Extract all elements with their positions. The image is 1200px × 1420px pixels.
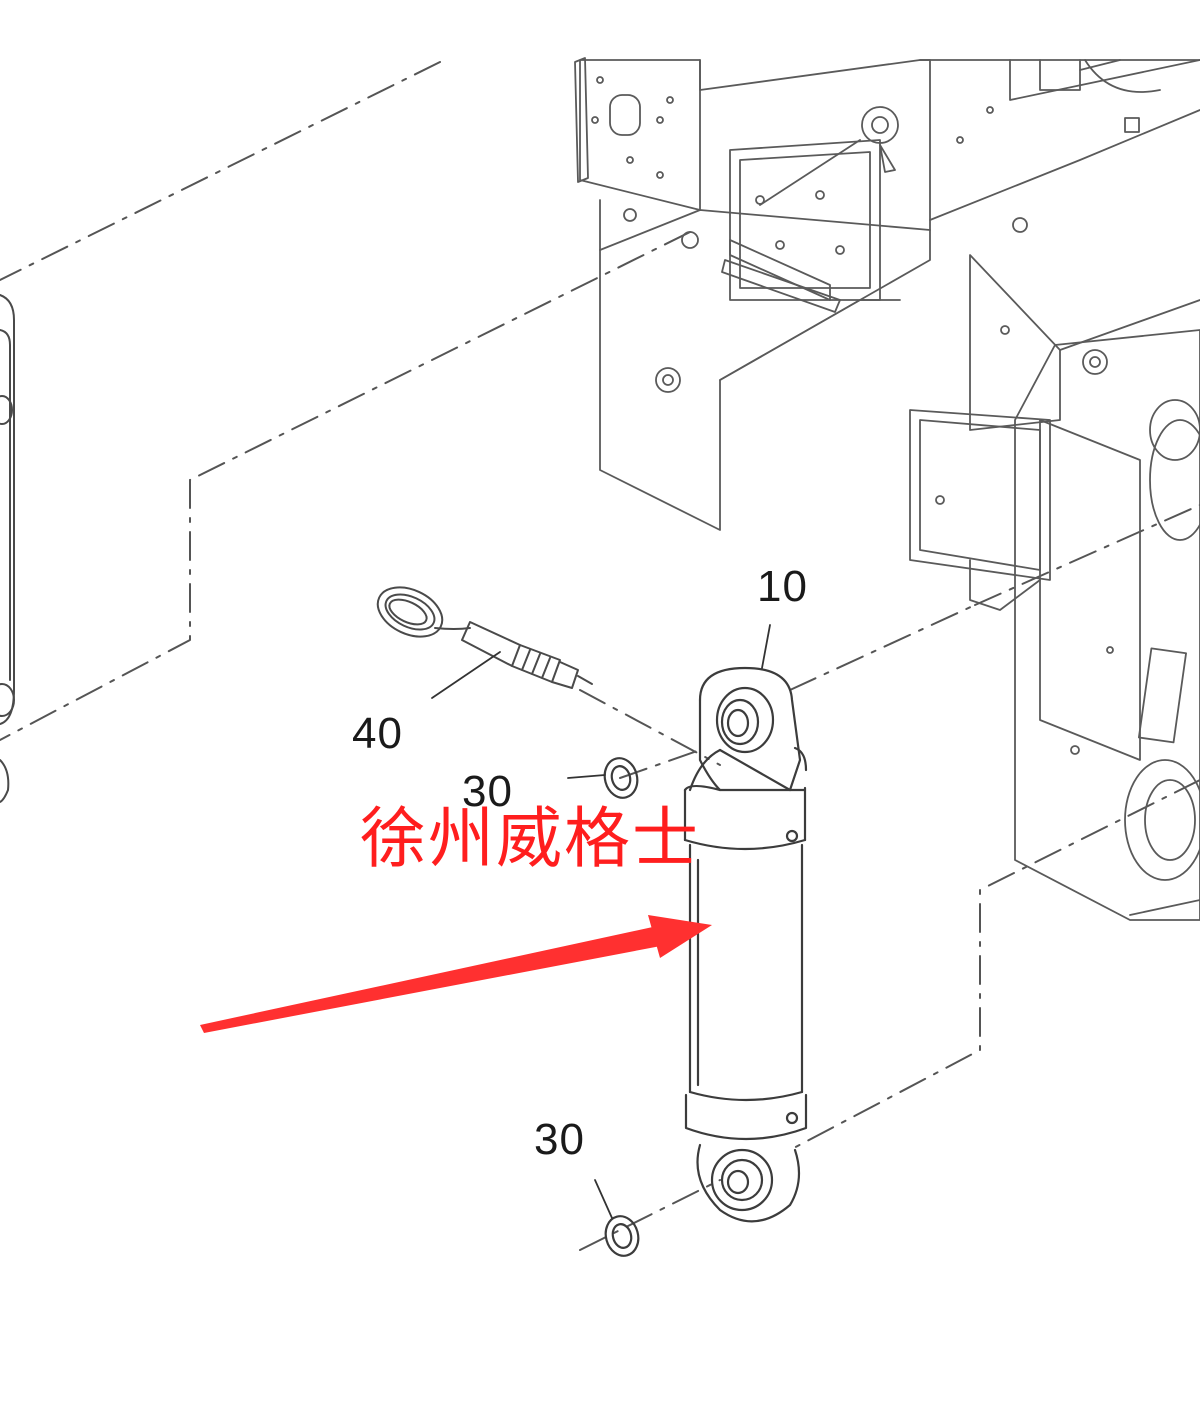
callout-label-30-upper: 30: [462, 767, 513, 816]
left-partial-cylinder: [0, 294, 15, 803]
callout-label-10: 10: [757, 562, 808, 611]
lower-retaining-ring-part-30: [594, 1179, 640, 1257]
red-annotation-arrow: [200, 915, 712, 1033]
assembly-centerlines: [0, 61, 1200, 1251]
sensor-cable-part-40: [376, 586, 593, 699]
machine-frame: [574, 57, 1200, 921]
upper-retaining-ring-part-30: [567, 757, 639, 799]
hydraulic-cylinder-part-10: [683, 624, 808, 1223]
callout-label-30-lower: 30: [534, 1115, 585, 1164]
watermark-text: 徐州威格士: [360, 800, 700, 877]
callout-label-40: 40: [352, 709, 403, 758]
